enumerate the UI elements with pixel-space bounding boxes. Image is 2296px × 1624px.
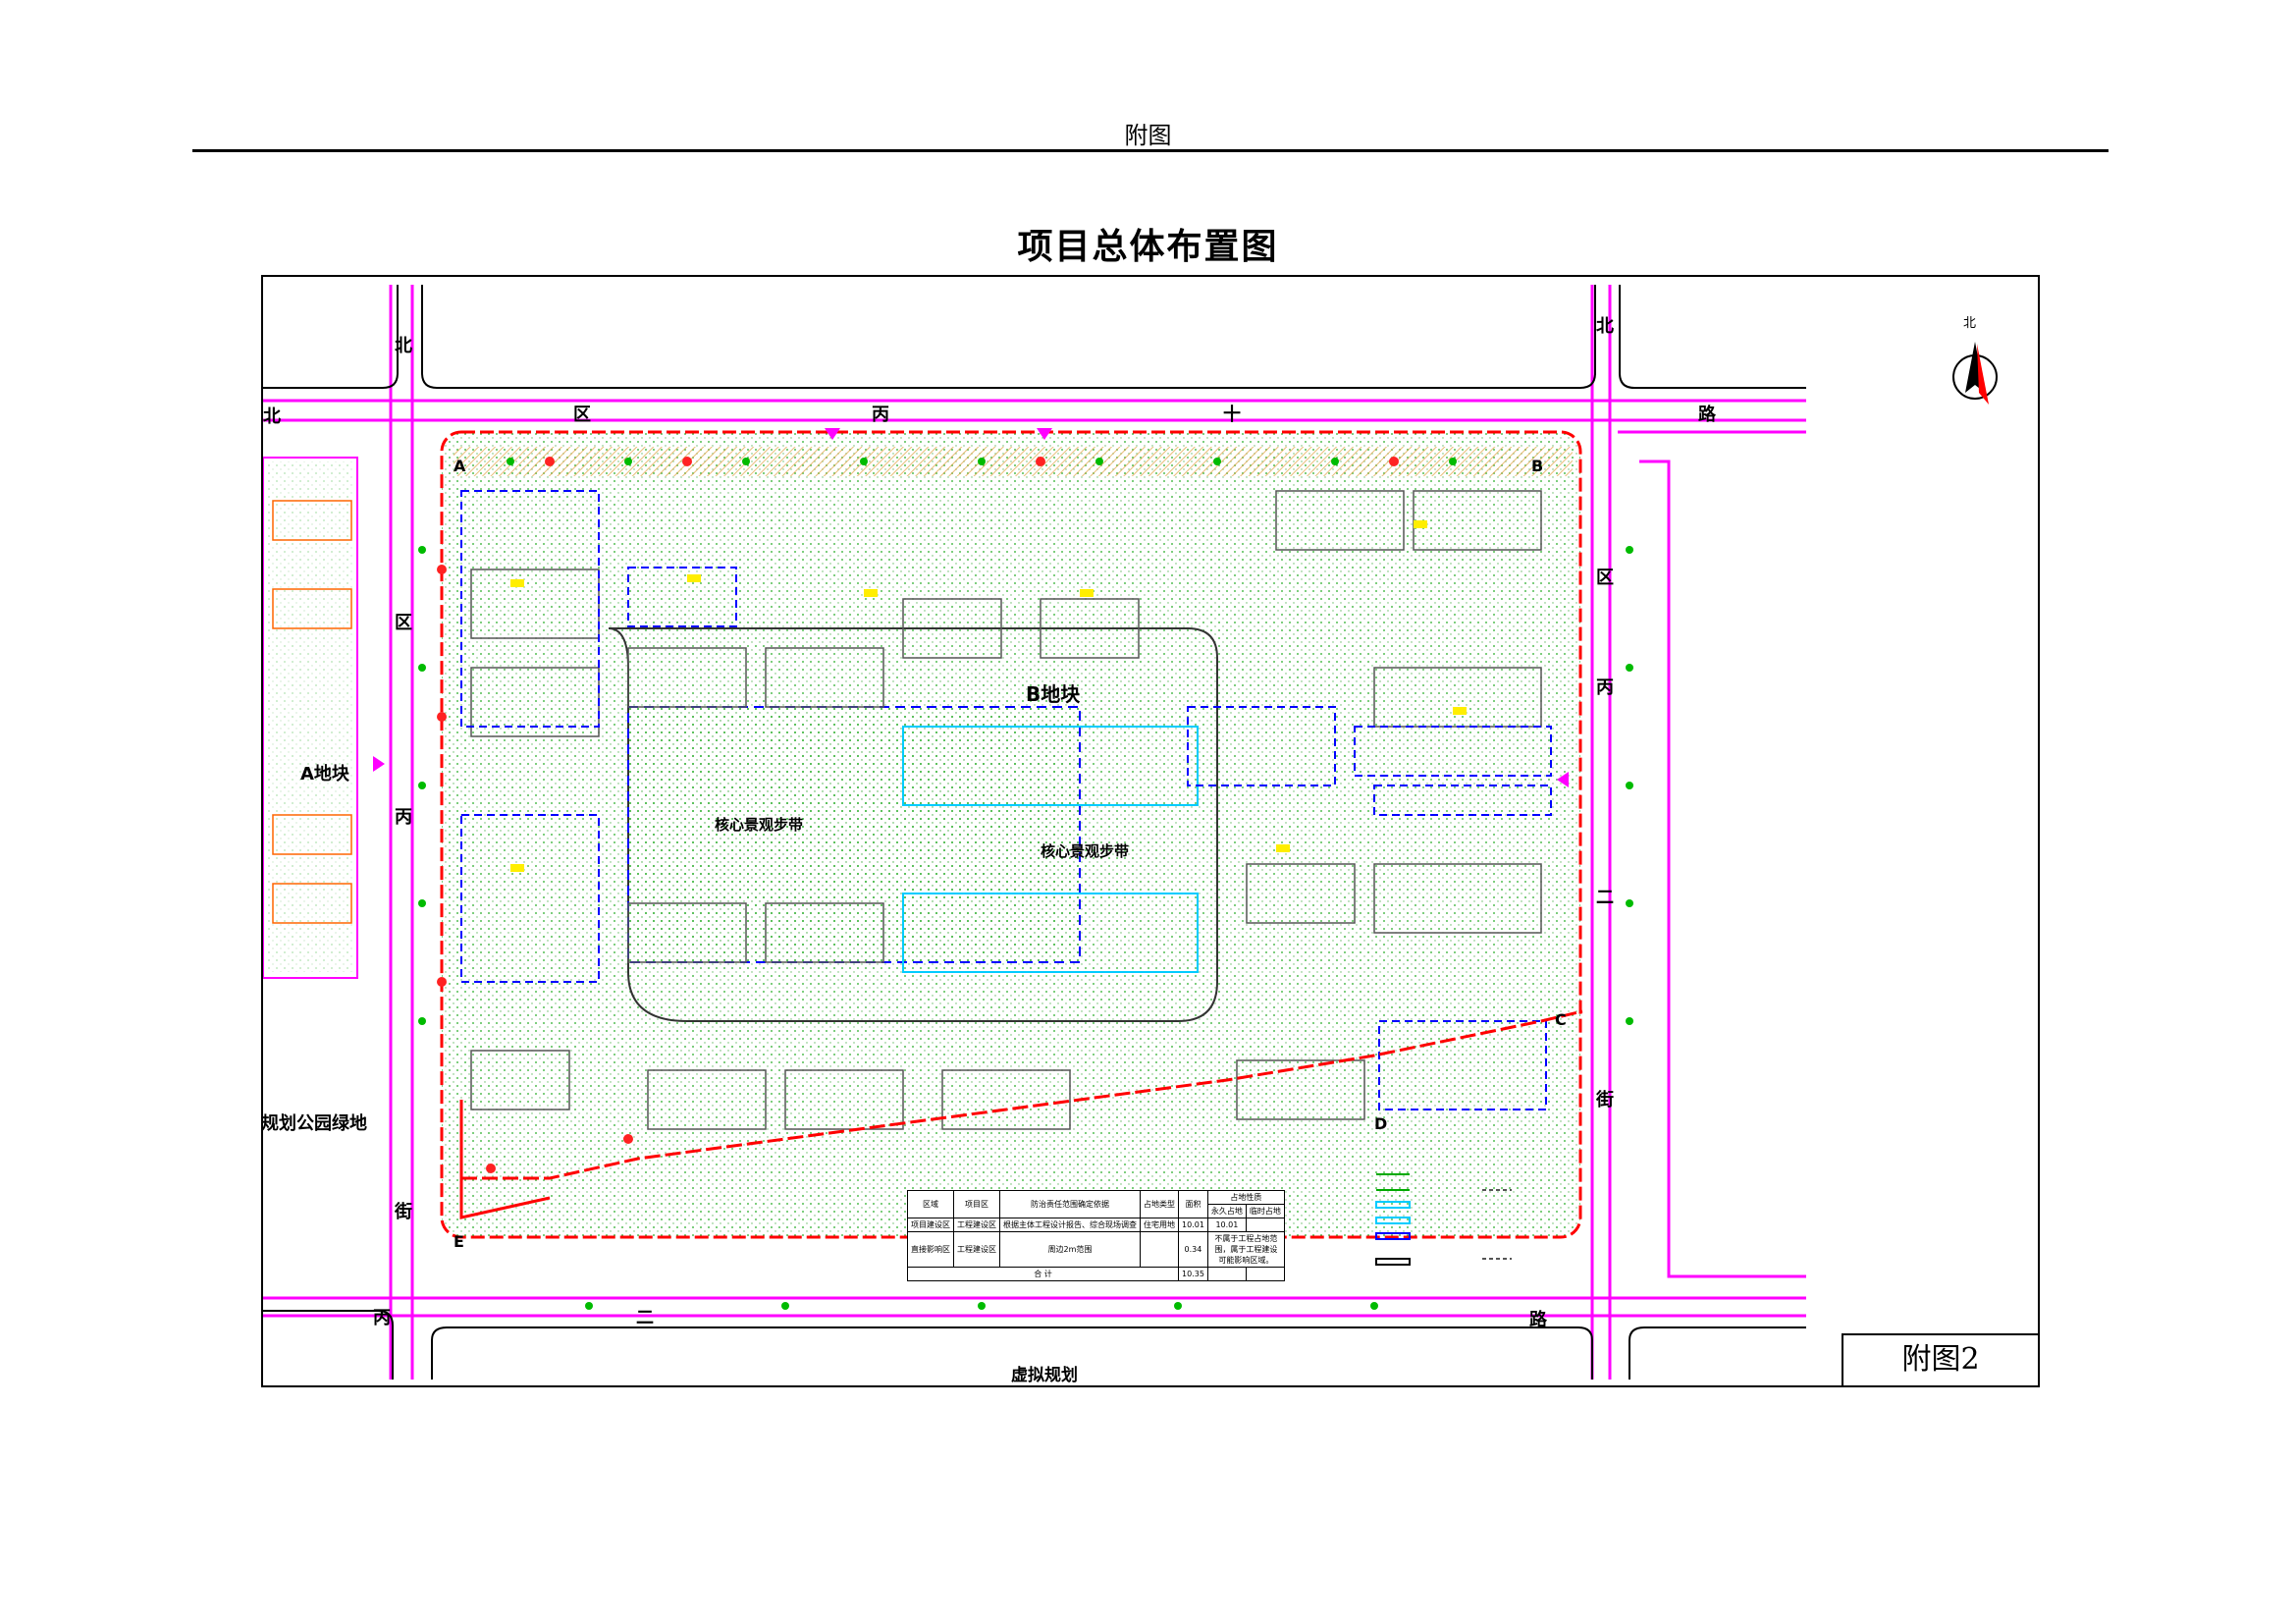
legend <box>1375 1173 1512 1266</box>
table-header: 区域 <box>907 1190 954 1218</box>
table-cell: 住宅用地 <box>1140 1218 1179 1232</box>
road-label: 北 <box>1596 316 1614 337</box>
bottom-road-label: 虚拟规划 <box>1011 1366 1078 1385</box>
road-label: 北 <box>263 406 281 427</box>
page-header: 附图 <box>1124 122 1172 149</box>
table-row: 项目建设区 工程建设区 根据主体工程设计报告、综合现场调查 住宅用地 10.01… <box>907 1218 1285 1232</box>
table-cell: 工程建设区 <box>953 1218 1000 1232</box>
landscape-belt-label: 核心景观步带 <box>1041 842 1129 860</box>
table-header: 临时占地 <box>1245 1204 1285 1218</box>
table-cell <box>1206 1267 1247 1281</box>
table-row: 直接影响区 工程建设区 周边2m范围 0.34 不属于工程占地范围，属于工程建设… <box>907 1231 1285 1268</box>
road-edges <box>263 285 1806 1380</box>
tree-markers <box>418 458 1633 1310</box>
b-block-label: B地块 <box>1026 682 1081 706</box>
landscape-belt-label: 核心景观步带 <box>715 816 803 834</box>
road-label: 区 <box>573 405 591 425</box>
road-label: 二 <box>636 1308 654 1328</box>
entrance-markers <box>373 428 1569 787</box>
table-cell: 工程建设区 <box>953 1231 1000 1268</box>
corner-letter: D <box>1374 1114 1387 1133</box>
road-label: 区 <box>395 613 412 633</box>
table-header: 面积 <box>1178 1190 1208 1218</box>
road-label: 丙 <box>373 1308 391 1328</box>
road-label: 区 <box>1596 568 1614 588</box>
road-network <box>263 285 1806 1380</box>
table-header-group: 占地性质 <box>1206 1190 1285 1205</box>
road-label: 丙 <box>872 405 889 425</box>
table-cell: 10.01 <box>1178 1218 1208 1232</box>
map-frame <box>261 275 2040 1387</box>
table-cell: 10.01 <box>1206 1218 1247 1232</box>
b-block-site <box>440 430 1583 1239</box>
table-row: 合 计 10.35 <box>907 1267 1285 1281</box>
warning-markers <box>437 457 1399 1173</box>
road-label: 丙 <box>1596 677 1614 698</box>
a-block-label: A地块 <box>300 763 350 785</box>
table-header: 防治责任范围确定依据 <box>999 1190 1141 1218</box>
corner-letter: E <box>454 1232 464 1251</box>
table-cell <box>1140 1231 1179 1268</box>
table-header: 项目区 <box>953 1190 1000 1218</box>
park-label: 规划公园绿地 <box>261 1112 367 1134</box>
table-cell: 周边2m范围 <box>999 1231 1141 1268</box>
figure-stamp: 附图2 <box>1842 1333 2040 1387</box>
road-label: 路 <box>1698 404 1717 425</box>
yellow-tags <box>510 520 1467 872</box>
table-cell: 10.35 <box>1178 1267 1208 1281</box>
corner-letter: C <box>1555 1010 1567 1029</box>
road-label: 街 <box>1595 1089 1614 1110</box>
corner-letter: A <box>454 457 466 475</box>
road-label: 北 <box>395 336 412 356</box>
table-cell: 根据主体工程设计报告、综合现场调查 <box>999 1218 1141 1232</box>
map-title: 项目总体布置图 <box>1017 226 1279 267</box>
table-cell: 0.34 <box>1178 1231 1208 1268</box>
road-label: 街 <box>394 1201 412 1222</box>
table-cell <box>1245 1218 1285 1232</box>
road-label: 十 <box>1223 404 1241 425</box>
table-cell: 直接影响区 <box>907 1231 954 1268</box>
table-header: 占地类型 <box>1140 1190 1179 1218</box>
summary-table: 区域 项目区 防治责任范围确定依据 占地类型 面积 占地性质 永久占地 临时占地… <box>907 1190 1285 1281</box>
north-arrow-icon <box>1952 342 1998 405</box>
road-label: 路 <box>1529 1309 1548 1330</box>
road-label: 二 <box>1596 888 1614 908</box>
corner-letter: B <box>1531 457 1543 475</box>
north-label: 北 <box>1963 316 1977 331</box>
table-cell: 不属于工程占地范围，属于工程建设可能影响区域。 <box>1206 1231 1285 1268</box>
table-cell: 合 计 <box>907 1267 1179 1281</box>
table-header: 永久占地 <box>1206 1204 1247 1218</box>
header-rule <box>192 149 2109 152</box>
table-cell <box>1245 1267 1285 1281</box>
table-cell: 项目建设区 <box>907 1218 954 1232</box>
a-block-area <box>262 457 358 979</box>
road-label: 丙 <box>395 807 412 828</box>
